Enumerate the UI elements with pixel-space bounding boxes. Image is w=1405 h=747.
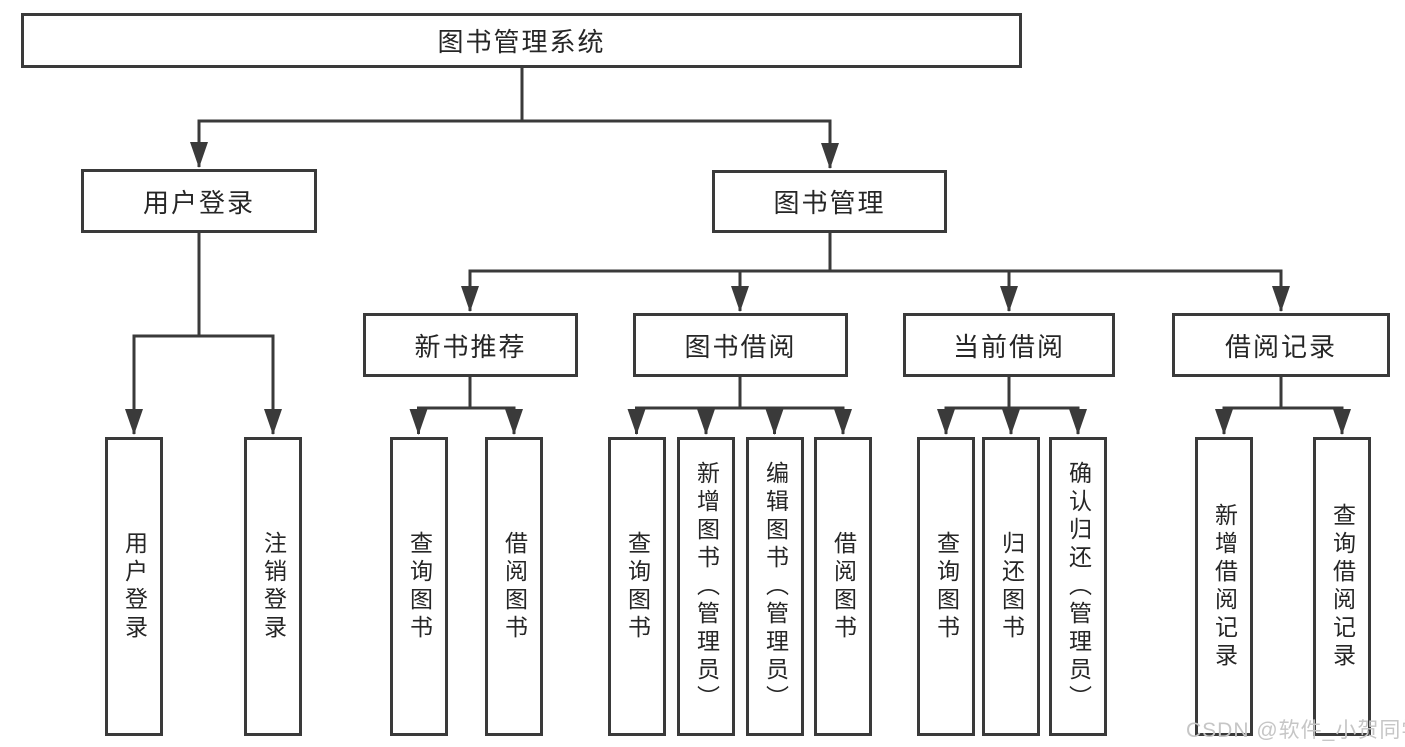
leaf-label: 注销登录 (260, 530, 287, 643)
leaf-label: 用户登录 (121, 530, 148, 643)
leaf-label: 借阅图书 (501, 530, 528, 643)
leaf-label: 新增图书（管理员） (693, 460, 720, 713)
node-borrowing-records: 借阅记录 (1172, 313, 1390, 377)
leaf-borrow-books: 借阅图书 (814, 437, 872, 736)
leaf-label: 查询图书 (933, 530, 960, 643)
leaf-query-books: 查询图书 (608, 437, 666, 736)
leaf-query-books: 查询图书 (917, 437, 975, 736)
node-label: 图书管理 (773, 188, 886, 218)
csdn-watermark: CSDN @软件_小贺同学 (1186, 719, 1405, 742)
node-label: 新书推荐 (414, 331, 527, 362)
node-library-management-system: 图书管理系统 (21, 13, 1022, 68)
leaf-label: 查询借阅记录 (1329, 502, 1356, 671)
leaf-logout: 注销登录 (244, 437, 302, 736)
node-label: 用户登录 (142, 187, 255, 218)
node-new-book-recommendation: 新书推荐 (363, 313, 578, 377)
node-book-management: 图书管理 (712, 170, 947, 233)
leaf-label: 借阅图书 (830, 530, 857, 643)
leaf-add-books-admin: 新增图书（管理员） (677, 437, 735, 736)
leaf-label: 新增借阅记录 (1211, 502, 1238, 671)
node-current-borrowing: 当前借阅 (903, 313, 1115, 377)
leaf-label: 查询图书 (624, 530, 651, 643)
leaf-label: 归还图书 (998, 530, 1025, 643)
leaf-label: 查询图书 (406, 530, 433, 643)
leaf-borrow-books: 借阅图书 (485, 437, 543, 736)
node-user-login: 用户登录 (81, 169, 317, 233)
leaf-return-books: 归还图书 (982, 437, 1040, 736)
leaf-query-borrow-record: 查询借阅记录 (1313, 437, 1371, 736)
leaf-label: 确认归还（管理员） (1065, 460, 1092, 713)
node-label: 图书管理系统 (437, 27, 606, 57)
leaf-add-borrow-record: 新增借阅记录 (1195, 437, 1253, 736)
node-label: 当前借阅 (952, 331, 1065, 362)
node-label: 借阅记录 (1224, 331, 1337, 362)
leaf-edit-books-admin: 编辑图书（管理员） (746, 437, 804, 736)
node-label: 图书借阅 (684, 331, 797, 362)
leaf-label: 编辑图书（管理员） (762, 460, 789, 713)
node-book-borrowing: 图书借阅 (633, 313, 848, 377)
leaf-user-login: 用户登录 (105, 437, 163, 736)
leaf-confirm-return-admin: 确认归还（管理员） (1049, 437, 1107, 736)
leaf-query-books: 查询图书 (390, 437, 448, 736)
